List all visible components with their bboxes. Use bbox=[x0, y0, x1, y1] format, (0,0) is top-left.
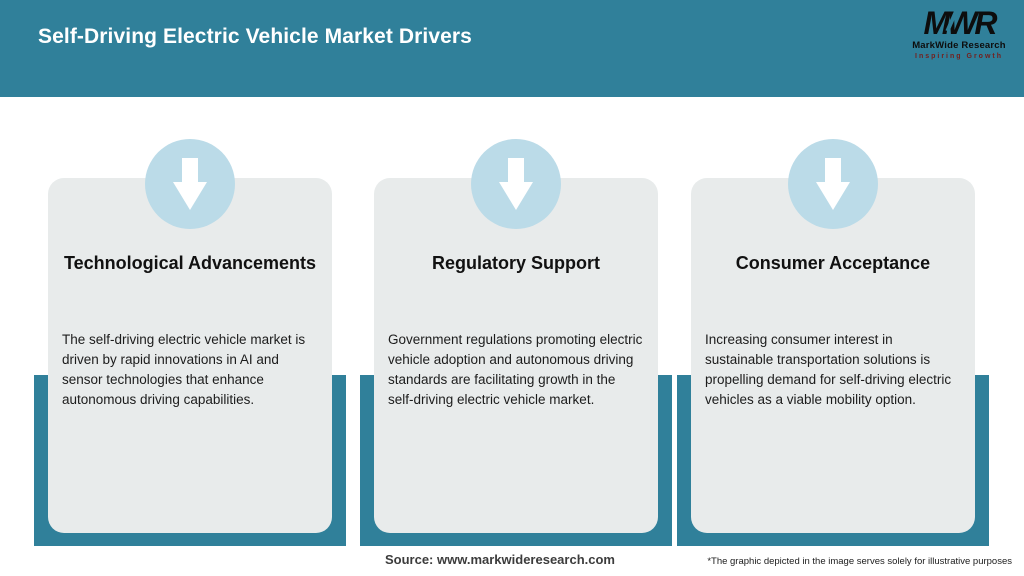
card-body-text: Government regulations promoting electri… bbox=[388, 331, 643, 407]
brand-tagline: Inspiring Growth bbox=[915, 52, 1003, 60]
card-panel: Consumer Acceptance Increasing consumer … bbox=[691, 178, 975, 533]
driver-card-consumer-acceptance: Consumer Acceptance Increasing consumer … bbox=[677, 139, 989, 546]
down-arrow-glyph bbox=[816, 158, 850, 210]
down-arrow-icon bbox=[471, 139, 561, 229]
down-arrow-icon bbox=[145, 139, 235, 229]
brand-monogram: MWR bbox=[923, 5, 998, 41]
brand-logo: MWR MarkWide Research Inspiring Growth bbox=[900, 7, 1018, 60]
driver-card-technological-advancements: Technological Advancements The self-driv… bbox=[34, 139, 346, 546]
header-bar: Self-Driving Electric Vehicle Market Dri… bbox=[0, 0, 1024, 97]
card-title: Consumer Acceptance bbox=[735, 253, 931, 273]
page-title: Self-Driving Electric Vehicle Market Dri… bbox=[38, 25, 472, 48]
down-arrow-glyph bbox=[499, 158, 533, 210]
brand-name: MarkWide Research bbox=[912, 40, 1006, 51]
down-arrow-icon bbox=[788, 139, 878, 229]
card-body-text: Increasing consumer interest in sustaina… bbox=[705, 331, 952, 407]
card-body-text: The self-driving electric vehicle market… bbox=[62, 331, 306, 407]
card-title: Technological Advancements bbox=[63, 253, 317, 273]
card-panel: Technological Advancements The self-driv… bbox=[48, 178, 332, 533]
card-title: Regulatory Support bbox=[431, 253, 600, 273]
source-attribution: Source: www.markwideresearch.com bbox=[384, 552, 615, 567]
down-arrow-glyph bbox=[173, 158, 207, 210]
disclaimer-footnote: *The graphic depicted in the image serve… bbox=[707, 556, 1012, 567]
driver-card-regulatory-support: Regulatory Support Government regulation… bbox=[360, 139, 672, 546]
card-panel: Regulatory Support Government regulation… bbox=[374, 178, 658, 533]
